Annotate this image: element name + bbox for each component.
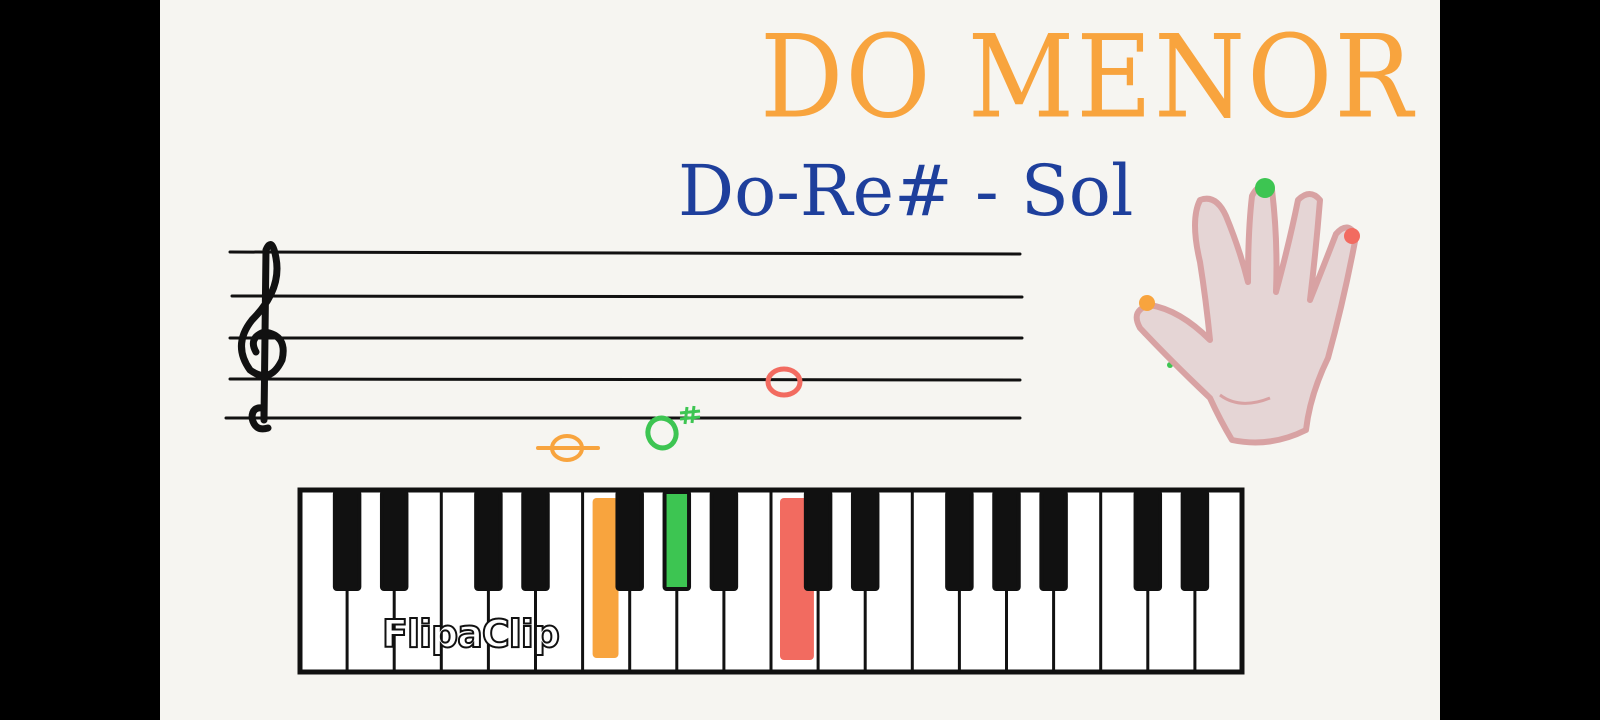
fingertip-pinky (1344, 228, 1360, 244)
black-key (1039, 490, 1068, 591)
black-key (1180, 490, 1210, 591)
treble-clef-icon (238, 241, 287, 433)
staff-line (228, 250, 1022, 256)
black-key (850, 490, 880, 591)
fingertip-middle (1255, 178, 1275, 198)
palm-crease (1219, 393, 1271, 405)
chord-notes-label: Do-Re# - Sol (678, 150, 1134, 232)
black-key (332, 490, 362, 591)
chord-title: DO MENOR (760, 10, 1415, 145)
black-key (709, 490, 739, 591)
note-do (550, 434, 584, 462)
key-do-highlight (592, 498, 619, 658)
black-key (474, 490, 503, 591)
fingertip-thumb (1139, 295, 1155, 311)
staff-line (228, 377, 1022, 382)
black-key (992, 490, 1021, 591)
black-key (521, 490, 550, 591)
black-key (803, 490, 833, 591)
flipaclip-watermark: FlipaClip (381, 611, 561, 657)
piano-keyboard (297, 487, 1245, 675)
note-sol (765, 366, 803, 398)
black-key (379, 490, 409, 591)
staff-line (230, 294, 1024, 299)
hand-illustration (1133, 178, 1360, 446)
canvas: DO MENOR Do-Re# - Sol (160, 0, 1440, 720)
sharp-sign-icon (679, 405, 701, 425)
black-key (945, 490, 974, 591)
black-key (615, 490, 644, 591)
key-re-sharp-highlight (662, 490, 692, 591)
note-re-sharp (645, 415, 679, 451)
black-key (1133, 490, 1163, 591)
